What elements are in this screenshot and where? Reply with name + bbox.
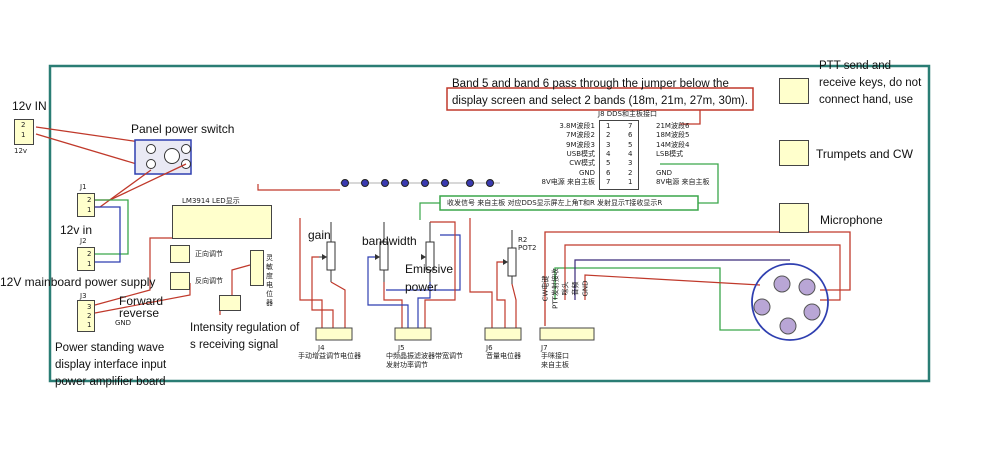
j8-pin-left: 3: [606, 140, 611, 149]
signal-note: 收发信号 来自主板 对应DDS显示屏左上角T和R 发射显示T接收显示R: [447, 199, 663, 207]
j8-right-label: 14M波段4: [656, 140, 690, 149]
microphone-label: Microphone: [820, 213, 883, 227]
microphone-connector: [779, 203, 809, 233]
led-dot: [486, 179, 494, 187]
j2-connector: [77, 247, 95, 271]
j8-right-label: 21M波段6: [656, 122, 690, 130]
j8-pin-left: 4: [606, 149, 611, 158]
intensity-label: Intensity regulation of s receiving sign…: [190, 322, 300, 351]
j8-pin-right: 5: [628, 140, 633, 149]
j5-label: J5: [398, 344, 405, 352]
led-dot: [441, 179, 449, 187]
forward-adjust: [170, 245, 190, 263]
mainboard-supply-label: 12V mainboard power supply: [0, 275, 156, 289]
bandwidth-label: bandwidth: [362, 234, 417, 248]
led-dot: [421, 179, 429, 187]
forward-reverse-label: Forward reverse: [119, 294, 164, 320]
reverse-adjust: [170, 272, 190, 290]
j8-left-label: 3.8M波段1: [559, 122, 595, 130]
j8-pin-right: 6: [628, 131, 633, 140]
j7-label: J7: [541, 344, 548, 352]
ptt-connector: [779, 78, 809, 104]
trumpets-label: Trumpets and CW: [816, 147, 913, 161]
j8-left-label: 7M波段2: [566, 131, 595, 140]
j1-label: J1: [80, 183, 87, 191]
j8-pin-right: 1: [628, 177, 633, 186]
j8-title: J8 DDS和主板接口: [598, 110, 657, 118]
gain-label: gain: [308, 228, 331, 242]
emissive-power-label: Emissive power: [405, 262, 454, 294]
j8-pin-left: 6: [606, 168, 611, 177]
j8-left-label: 9M波段3: [566, 140, 595, 149]
j6-caption: 音量电位器: [486, 352, 521, 360]
ptt-label: PTT send and receive keys, do not connec…: [819, 60, 922, 106]
led-dot: [466, 179, 474, 187]
led-dot: [401, 179, 409, 187]
v12-in-top-label: 12v IN: [12, 99, 47, 113]
mic-connector: [751, 263, 829, 341]
j7-pin-label: PTT发射接收: [551, 268, 560, 309]
intensity-pot: [219, 295, 241, 311]
j8-pin-left: 2: [606, 131, 611, 140]
j8-pin-left: 5: [606, 159, 611, 168]
j8-left-label: CW模式: [569, 159, 595, 168]
j7-caption: 手咪接口 来自主板: [541, 352, 569, 369]
j7-pin-label: GND: [581, 280, 590, 297]
j-top-connector: [14, 119, 34, 145]
j8-left-label: USB模式: [566, 149, 595, 158]
j3-connector: [77, 300, 95, 332]
board-outline: [48, 64, 931, 383]
j8-right-label: 8V电源 来自主板: [656, 177, 710, 186]
j3-label: J3: [80, 292, 87, 300]
trumpets-connector: [779, 140, 809, 166]
panel-switch-label: Panel power switch: [131, 122, 235, 136]
j7-pin-label: 音频: [571, 281, 580, 296]
j4-label: J4: [318, 344, 325, 352]
panel-power-switch: [134, 139, 192, 175]
led-dot: [341, 179, 349, 187]
pot2-label: POT2: [518, 244, 537, 252]
j5-caption: 中频晶振滤波器带宽调节 发射功率调节: [386, 352, 463, 369]
j8-right-label: LSB模式: [656, 149, 684, 158]
power-standing-wave-label: Power standing wave display interface in…: [55, 342, 167, 388]
j8-pin-left: 7: [606, 177, 611, 186]
led-dot: [361, 179, 369, 187]
j7-pin-label: CW电键: [541, 275, 550, 302]
j4-caption: 手动增益调节电位器: [298, 352, 361, 360]
led-dot: [381, 179, 389, 187]
j8-left-label: 8V电源 来自主板: [541, 177, 595, 186]
band-note-frame: [446, 87, 754, 111]
v12-in-mid-label: 12v in: [60, 223, 93, 237]
j8-pin-right: 2: [628, 168, 633, 177]
j7-pin-label: 咪头: [561, 281, 570, 296]
j8-pin-right: 4: [628, 149, 633, 158]
j6-label: J6: [486, 344, 493, 352]
j8-pin-right: 7: [628, 122, 633, 130]
j8-pin-left: 1: [606, 122, 611, 130]
led-display: [172, 205, 272, 239]
sensitivity-pot: [250, 250, 264, 286]
j8-pin-right: 3: [628, 159, 633, 168]
r2-label: R2: [518, 236, 528, 244]
j1-connector: [77, 193, 95, 217]
j8-connector: [599, 120, 639, 190]
j2-label: J2: [80, 237, 87, 245]
j8-right-label: GND: [656, 168, 673, 177]
j8-right-label: 18M波段5: [656, 131, 690, 140]
band-note: Band 5 and band 6 pass through the jumpe…: [452, 78, 748, 107]
j8-left-label: GND: [578, 168, 595, 177]
